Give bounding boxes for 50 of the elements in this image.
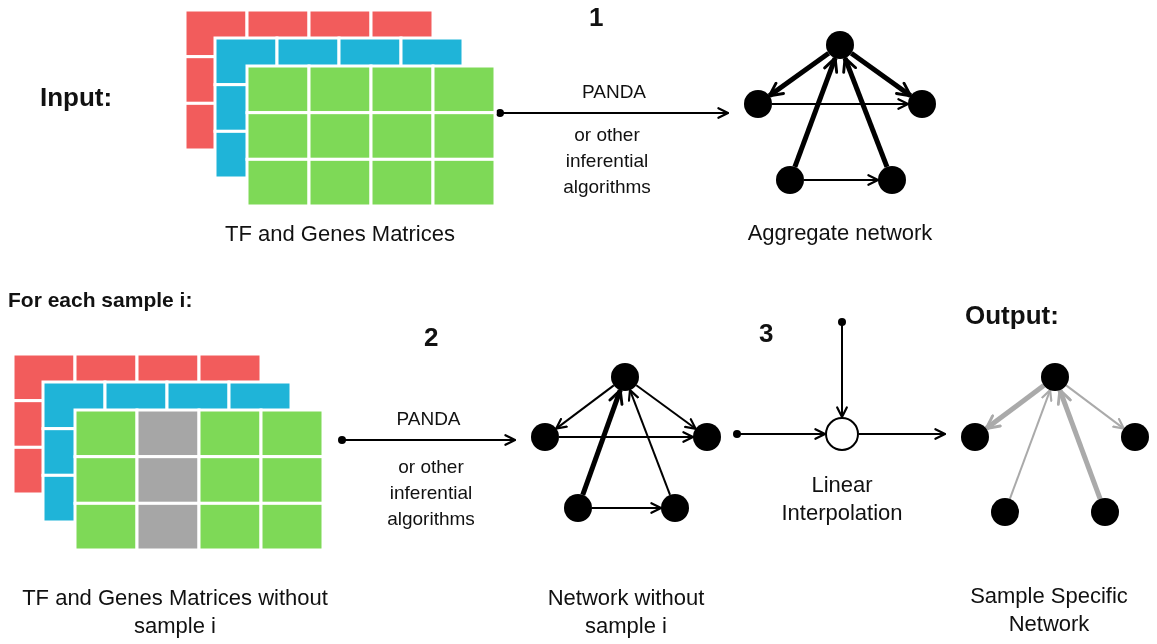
network-node — [531, 423, 559, 451]
arrow — [635, 384, 697, 430]
step-number: 3 — [759, 318, 774, 349]
network-node — [1091, 498, 1119, 526]
node-label: Linear Interpolation — [780, 471, 904, 527]
arrow — [1008, 389, 1053, 500]
arrow — [555, 384, 615, 430]
arrow — [580, 388, 624, 496]
network-node — [693, 423, 721, 451]
section-heading: Input: — [40, 82, 113, 113]
node-label: Network without sample i — [546, 584, 706, 640]
arrow — [338, 434, 517, 446]
arrow — [767, 51, 831, 98]
network-node — [744, 90, 772, 118]
arrow — [1056, 388, 1103, 500]
arrow — [1065, 384, 1125, 430]
arrow — [849, 51, 913, 98]
arrow — [733, 428, 827, 440]
network-node — [776, 166, 804, 194]
network-node — [1041, 363, 1069, 391]
arrow — [591, 502, 663, 514]
arrow — [803, 174, 880, 186]
arrow — [858, 428, 947, 440]
arrow — [627, 389, 671, 496]
node-label: TF and Genes Matrices — [224, 220, 456, 248]
node-label: TF and Genes Matrices without sample i — [21, 584, 329, 640]
arrow — [842, 56, 890, 168]
network-node — [961, 423, 989, 451]
step-number: 2 — [424, 322, 439, 353]
network-node — [1121, 423, 1149, 451]
section-heading: Output: — [965, 300, 1059, 331]
network-node — [564, 494, 592, 522]
network-node — [991, 498, 1019, 526]
arrow — [771, 98, 910, 110]
edge-note: or other inferential algorithms — [386, 455, 476, 531]
arrow — [496, 107, 730, 119]
arrow — [558, 431, 695, 443]
arrow — [836, 318, 848, 419]
network-node — [611, 363, 639, 391]
arrow — [984, 383, 1046, 431]
network-node — [908, 90, 936, 118]
network-node — [661, 494, 689, 522]
edge-note: or other inferential algorithms — [562, 123, 652, 199]
arrow — [792, 56, 839, 168]
node-label: Aggregate network — [746, 219, 934, 247]
section-heading: For each sample i: — [8, 288, 193, 312]
network-node — [826, 31, 854, 59]
network-node — [878, 166, 906, 194]
node-label: Sample Specific Network — [969, 582, 1129, 638]
step-number: 1 — [589, 2, 604, 33]
